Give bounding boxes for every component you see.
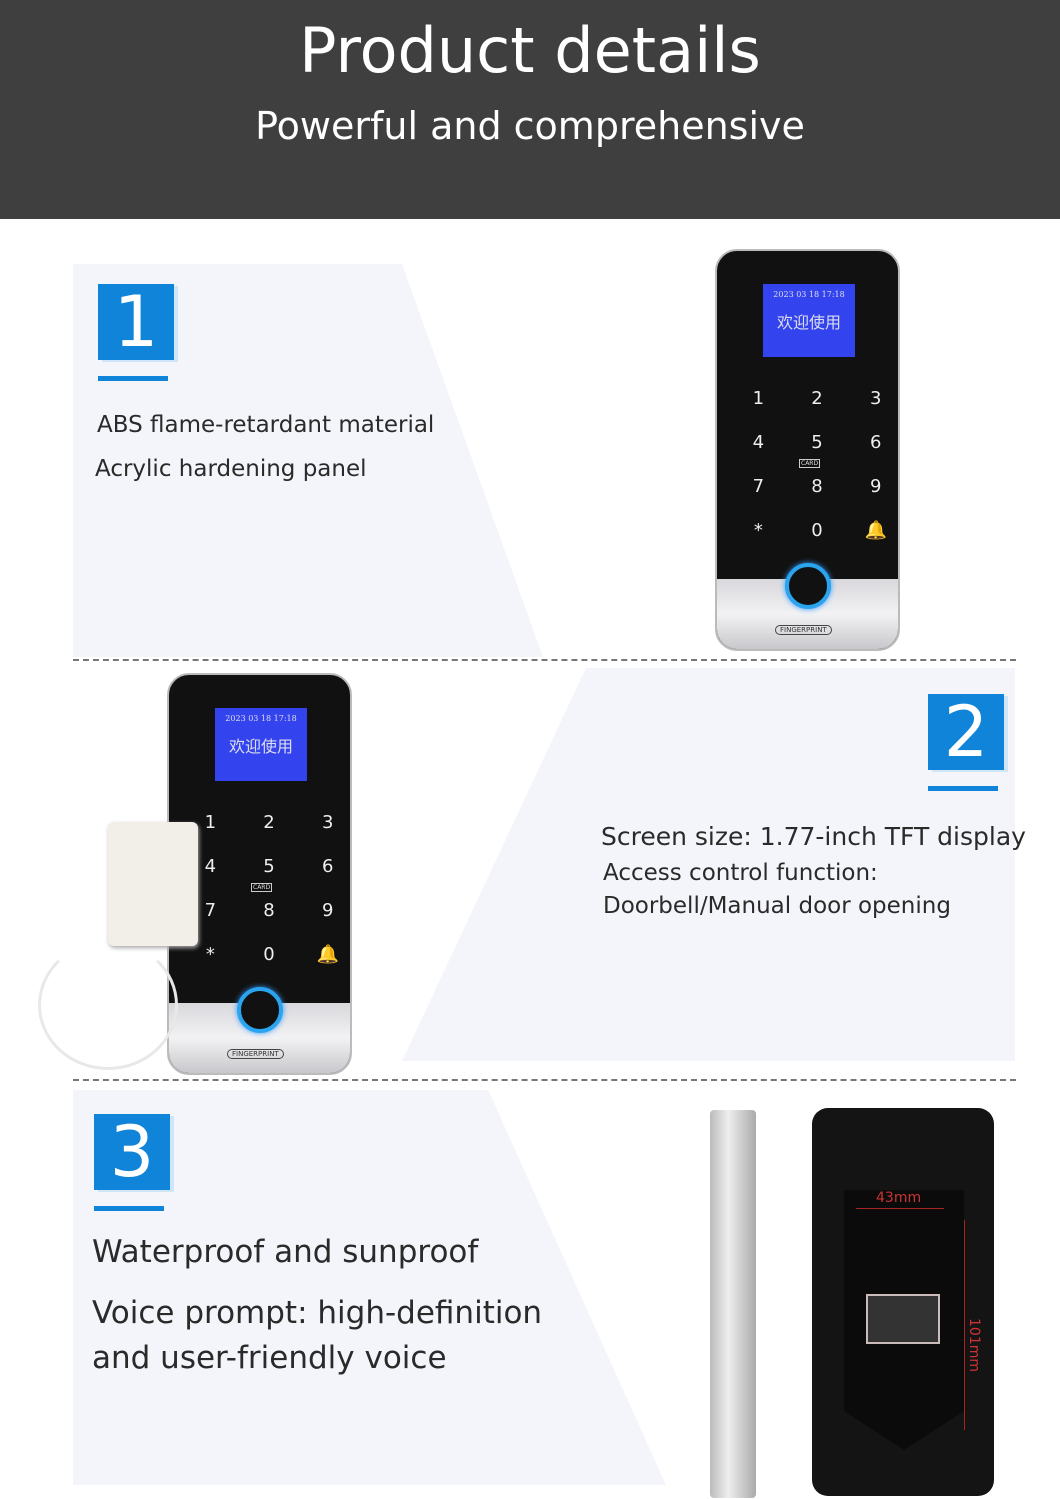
key-8[interactable]: 9 [321, 900, 334, 921]
keypad: 1 2 3 4 5 6 7 8 9 * 0 🔔 [181, 801, 350, 977]
key-10[interactable]: 0 [263, 944, 275, 965]
fingerprint-label: FINGERPRINT [227, 1049, 284, 1059]
section-1-line-2: Acrylic hardening panel [95, 456, 367, 482]
doorbell-cable [38, 940, 178, 1070]
section-3-line-3: and user-friendly voice [92, 1340, 447, 1376]
keypad: 1 2 3 4 5 6 7 8 9 * 0 🔔 [729, 377, 898, 553]
key-11[interactable]: 🔔 [864, 520, 887, 541]
section-1-line-1: ABS flame-retardant material [97, 412, 435, 438]
fingerprint-label: FINGERPRINT [775, 625, 832, 635]
fingerprint-sensor[interactable] [237, 987, 283, 1033]
key-7[interactable]: 8 [811, 476, 823, 497]
key-3[interactable]: 4 [204, 856, 217, 877]
key-1[interactable]: 2 [811, 388, 823, 409]
divider [73, 1079, 1016, 1081]
key-6[interactable]: 7 [752, 476, 765, 497]
card-label: CARD [799, 459, 821, 468]
circuit-connectors [866, 1294, 940, 1344]
page-subtitle: Powerful and comprehensive [255, 104, 805, 148]
section-3-underline [94, 1206, 164, 1211]
lcd-date: 2023 03 18 17:18 [225, 714, 297, 723]
key-2[interactable]: 3 [869, 388, 882, 409]
section-2-line-3: Doorbell/Manual door opening [603, 893, 951, 919]
device-back-view: 43mm 101mm [812, 1108, 994, 1496]
key-11[interactable]: 🔔 [316, 944, 339, 965]
header-banner: Product details Powerful and comprehensi… [0, 0, 1060, 219]
lcd-welcome: 欢迎使用 [228, 737, 293, 756]
lcd-screen: 2023 03 18 17:18 欢迎使用 [763, 284, 855, 357]
section-2-line-1: Screen size: 1.77-inch TFT display [601, 822, 1026, 851]
key-2[interactable]: 3 [321, 812, 334, 833]
key-0[interactable]: 1 [204, 812, 217, 833]
key-3[interactable]: 4 [752, 432, 765, 453]
device-side-view [710, 1110, 756, 1498]
width-dimension-line [856, 1208, 944, 1209]
lcd-welcome: 欢迎使用 [776, 313, 841, 332]
lcd-screen: 2023 03 18 17:18 欢迎使用 [215, 708, 307, 781]
page-title: Product details [299, 14, 761, 87]
key-4[interactable]: 5 [263, 856, 275, 877]
key-9[interactable]: * [753, 520, 763, 541]
card-label: CARD [251, 883, 273, 892]
lcd-date: 2023 03 18 17:18 [773, 290, 845, 299]
section-1-number: 1 [98, 284, 174, 360]
section-2-number: 2 [928, 694, 1004, 770]
key-5[interactable]: 6 [869, 432, 882, 453]
key-5[interactable]: 6 [321, 856, 334, 877]
key-10[interactable]: 0 [811, 520, 823, 541]
section-2-underline [928, 786, 998, 791]
section-3-number: 3 [94, 1114, 170, 1190]
fingerprint-sensor[interactable] [785, 563, 831, 609]
height-dimension-line [964, 1220, 965, 1430]
section-3-line-2: Voice prompt: high-definition [92, 1295, 543, 1331]
divider [73, 659, 1016, 661]
key-0[interactable]: 1 [752, 388, 765, 409]
key-4[interactable]: 5 [811, 432, 823, 453]
section-3-line-1: Waterproof and sunproof [92, 1234, 479, 1270]
key-7[interactable]: 8 [263, 900, 275, 921]
key-6[interactable]: 7 [204, 900, 217, 921]
section-1-underline [98, 376, 168, 381]
key-9[interactable]: * [205, 944, 215, 965]
key-1[interactable]: 2 [263, 812, 275, 833]
key-8[interactable]: 9 [869, 476, 882, 497]
width-dimension: 43mm [876, 1190, 922, 1206]
section-2-line-2: Access control function: [603, 860, 878, 886]
doorbell-speaker [108, 822, 198, 946]
height-dimension: 101mm [966, 1318, 982, 1372]
